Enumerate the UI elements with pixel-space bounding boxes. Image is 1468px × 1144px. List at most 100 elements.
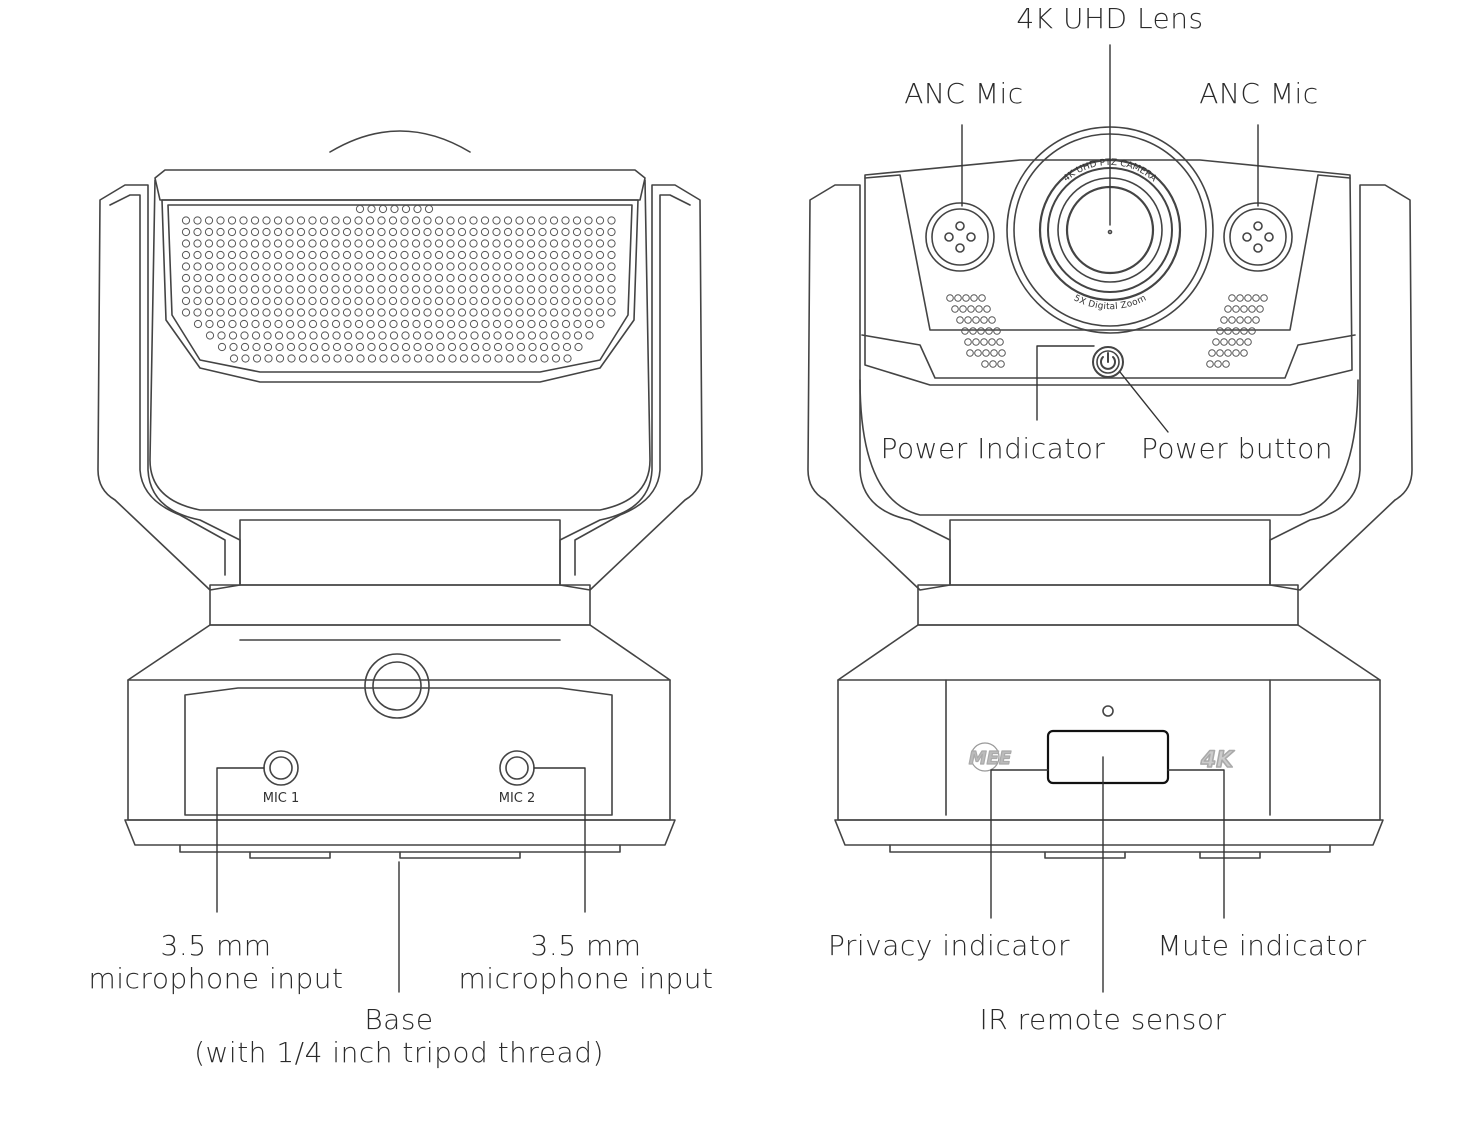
grille-hole [262, 319, 272, 329]
grille-hole [401, 204, 411, 214]
grille-hole [181, 296, 191, 306]
grille-hole [584, 227, 593, 237]
grille-hole [342, 239, 352, 248]
grille-hole [584, 262, 593, 271]
grille-hole [572, 308, 582, 317]
label-mic-input-left-1: 3.5 mm [160, 929, 272, 962]
grille-hole [469, 273, 478, 283]
grille-hole [296, 250, 306, 260]
grille-hole [262, 216, 271, 225]
grille-hole [216, 250, 225, 260]
grille-hole [607, 273, 616, 283]
grille-hole [308, 308, 317, 317]
grille-hole [377, 239, 386, 248]
grille-hole [538, 308, 547, 317]
grille-hole [515, 285, 524, 294]
grille-hole [181, 308, 191, 317]
grille-hole [204, 285, 214, 294]
grille-hole [204, 296, 214, 306]
grille-hole [367, 342, 376, 352]
grille-hole [457, 273, 467, 283]
grille-hole [264, 354, 273, 363]
grille-hole [424, 342, 434, 352]
grille-hole [342, 216, 352, 225]
label-ir-sensor: IR remote sensor [979, 1003, 1227, 1036]
vent-hole [946, 294, 954, 302]
grille-hole [241, 354, 250, 363]
grille-hole [528, 342, 537, 352]
vent-hole [969, 327, 977, 335]
vent-hole [974, 349, 982, 357]
grille-hole [229, 354, 239, 363]
grille-hole [480, 273, 490, 283]
grille-hole [193, 227, 202, 237]
grille-hole [365, 239, 375, 248]
grille-hole [526, 262, 536, 271]
label-lens: 4K UHD Lens [1016, 2, 1204, 35]
mee-logo: MEE [968, 742, 1013, 772]
grille-hole [239, 239, 248, 248]
grille-hole [457, 250, 467, 260]
grille-hole [503, 296, 513, 306]
right-arm [559, 184, 703, 591]
vent-hole [1240, 305, 1248, 313]
vent-hole [988, 316, 996, 324]
grille-hole [596, 319, 605, 329]
grille-hole [319, 308, 329, 317]
grille-hole [572, 273, 582, 283]
grille-hole [204, 250, 214, 260]
grille-hole [227, 262, 237, 271]
vent-hole [1220, 338, 1228, 346]
grille-hole [434, 308, 444, 317]
grille-hole [275, 354, 285, 363]
grille-hole [319, 273, 329, 283]
grille-hole [365, 308, 375, 317]
grille-hole [285, 273, 294, 283]
grille-hole [377, 285, 386, 294]
grille-hole [310, 354, 319, 363]
grille-hole [193, 239, 202, 248]
grille-hole [492, 308, 501, 317]
grille-hole [561, 227, 570, 237]
grille-hole [308, 216, 317, 225]
grille-hole [527, 319, 536, 329]
grille-hole [572, 227, 582, 237]
grille-hole [411, 273, 421, 283]
grille-hole [354, 250, 363, 260]
grille-hole [448, 354, 457, 363]
grille-hole [458, 319, 467, 329]
grille-hole [342, 227, 352, 237]
grille-hole [205, 319, 214, 329]
grille-hole [285, 216, 294, 225]
grille-hole [423, 319, 433, 329]
grille-hole [239, 308, 248, 317]
grille-hole [274, 331, 284, 340]
grille-hole [435, 319, 444, 329]
leader-lines [216, 44, 1259, 993]
vent-hole [1224, 327, 1232, 335]
grille-hole [562, 342, 572, 352]
grille-hole [390, 342, 399, 352]
grille-hole [286, 342, 296, 352]
grille-hole [515, 319, 525, 329]
vent-hole [951, 305, 959, 313]
grille-hole [389, 331, 399, 340]
grille-hole [492, 285, 501, 294]
grille-hole [607, 239, 616, 248]
grille-hole [285, 239, 294, 248]
grille-hole [377, 250, 386, 260]
grille-hole [505, 354, 515, 363]
grille-hole [308, 227, 317, 237]
grille-hole [331, 273, 340, 283]
grille-hole [503, 216, 513, 225]
grille-hole [250, 250, 260, 260]
grille-hole [480, 296, 490, 306]
grille-hole [331, 285, 340, 294]
grille-hole [331, 227, 340, 237]
mic2-jack [499, 750, 535, 786]
grille-hole [572, 296, 582, 306]
label-mic-input-left-2: microphone input [88, 962, 344, 995]
grille-hole [423, 239, 432, 248]
vent-hole [1260, 294, 1268, 302]
front-view-camera: 4K UHD PTZ CAMERA 5X Digital Zoom [807, 126, 1413, 859]
